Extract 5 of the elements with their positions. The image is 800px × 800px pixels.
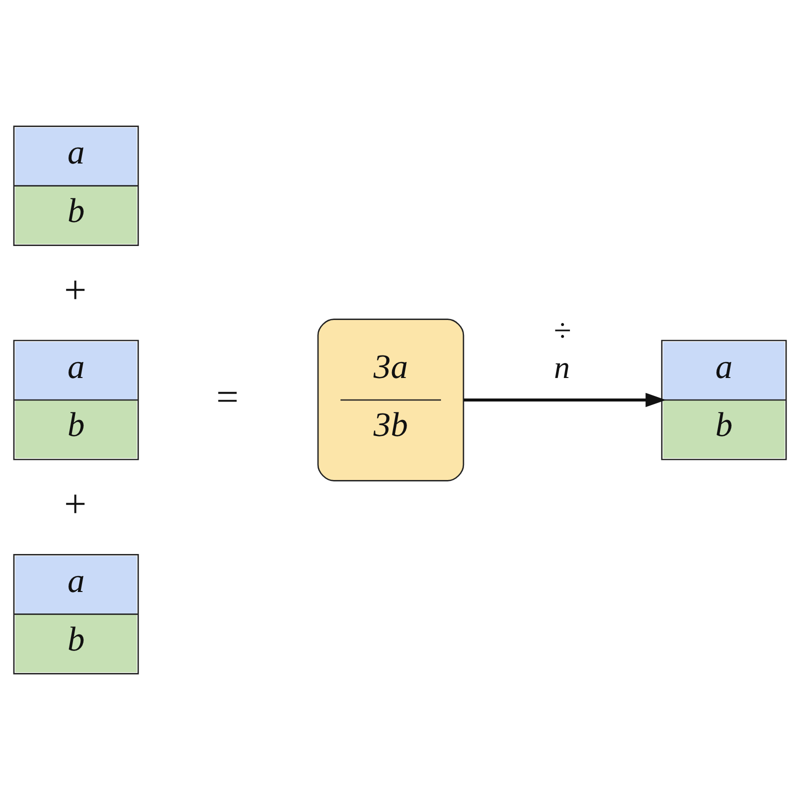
edge-label: ÷ n xyxy=(553,312,571,385)
label: + xyxy=(64,268,87,312)
label: = xyxy=(216,374,239,419)
arrow xyxy=(464,392,666,408)
label: + xyxy=(64,482,87,526)
